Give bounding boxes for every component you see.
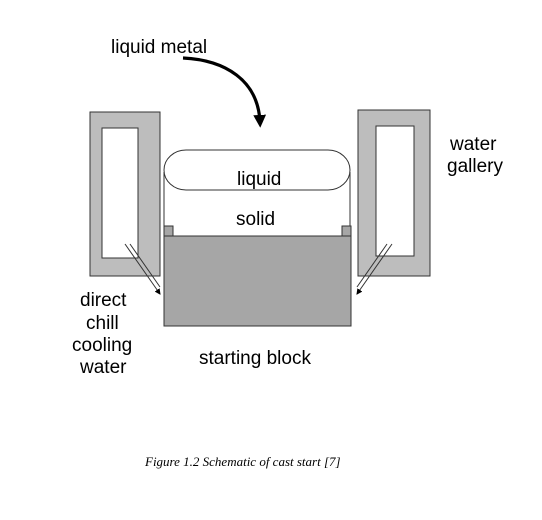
label-direct-chill-3: cooling: [72, 335, 132, 356]
solid-shell-outline: [163, 172, 351, 236]
label-liquid-metal: liquid metal: [111, 37, 207, 58]
starting-block: [163, 235, 352, 327]
right-lip: [341, 225, 352, 238]
left-spray-arrow: [124, 243, 161, 295]
label-solid: solid: [236, 209, 275, 230]
left-lip: [163, 225, 174, 238]
right-spray-arrow-line2: [356, 243, 388, 288]
label-water-gallery-2: gallery: [447, 156, 503, 177]
right-mould-wall: [357, 109, 431, 277]
label-direct-chill-1: direct: [80, 290, 127, 311]
label-liquid: liquid: [237, 169, 281, 190]
figure-caption: Figure 1.2 Schematic of cast start [7]: [144, 454, 341, 469]
label-direct-chill-4: water: [79, 357, 127, 378]
label-water-gallery-1: water: [449, 134, 497, 155]
label-starting-block: starting block: [199, 348, 311, 369]
label-direct-chill-2: chill: [86, 313, 119, 334]
left-spray-arrow-line2: [129, 243, 161, 288]
right-spray-arrow: [356, 243, 393, 295]
pour-arrow: [182, 56, 267, 128]
left-mould-wall: [89, 111, 161, 277]
liquid-pool: [163, 149, 351, 191]
